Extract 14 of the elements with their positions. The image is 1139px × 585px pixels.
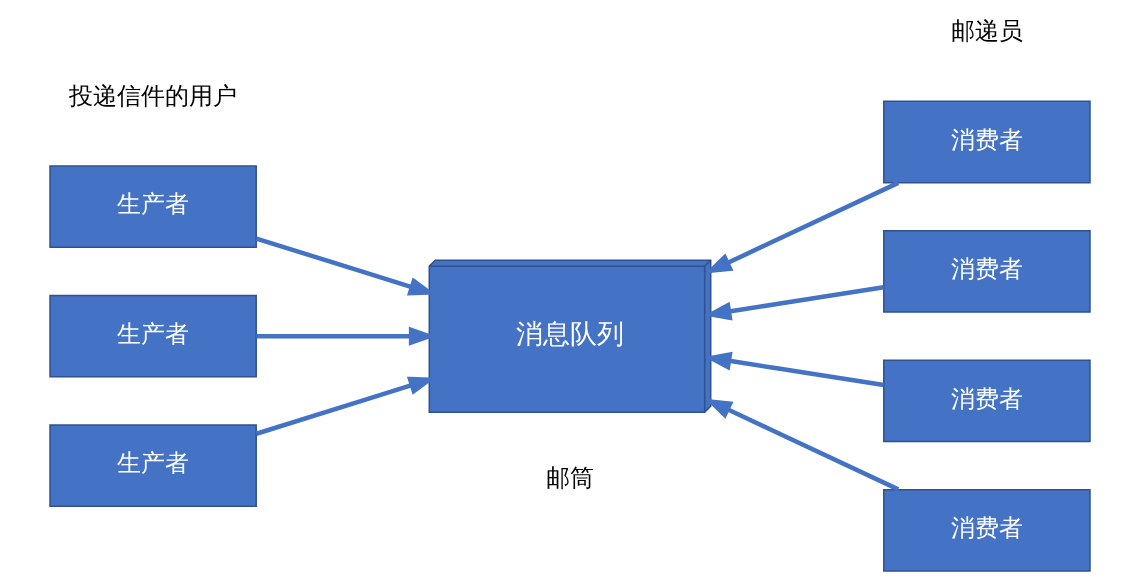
arrow [703, 351, 884, 388]
node-box: 消费者 [882, 100, 1091, 184]
node-box: 消费者 [882, 359, 1091, 443]
node-box: 消费者 [882, 488, 1091, 572]
label: 邮递员 [950, 17, 1023, 46]
label: 投递信件的用户 [68, 82, 237, 111]
arrow [704, 180, 899, 274]
node-label: 邮筒 [545, 464, 594, 493]
node-box: 生产者 [48, 294, 257, 378]
arrow [703, 285, 884, 321]
node-box: 消费者 [882, 230, 1091, 313]
node-box: 生产者 [48, 165, 257, 249]
node-box: 生产者 [48, 424, 257, 507]
arrow [704, 398, 899, 492]
